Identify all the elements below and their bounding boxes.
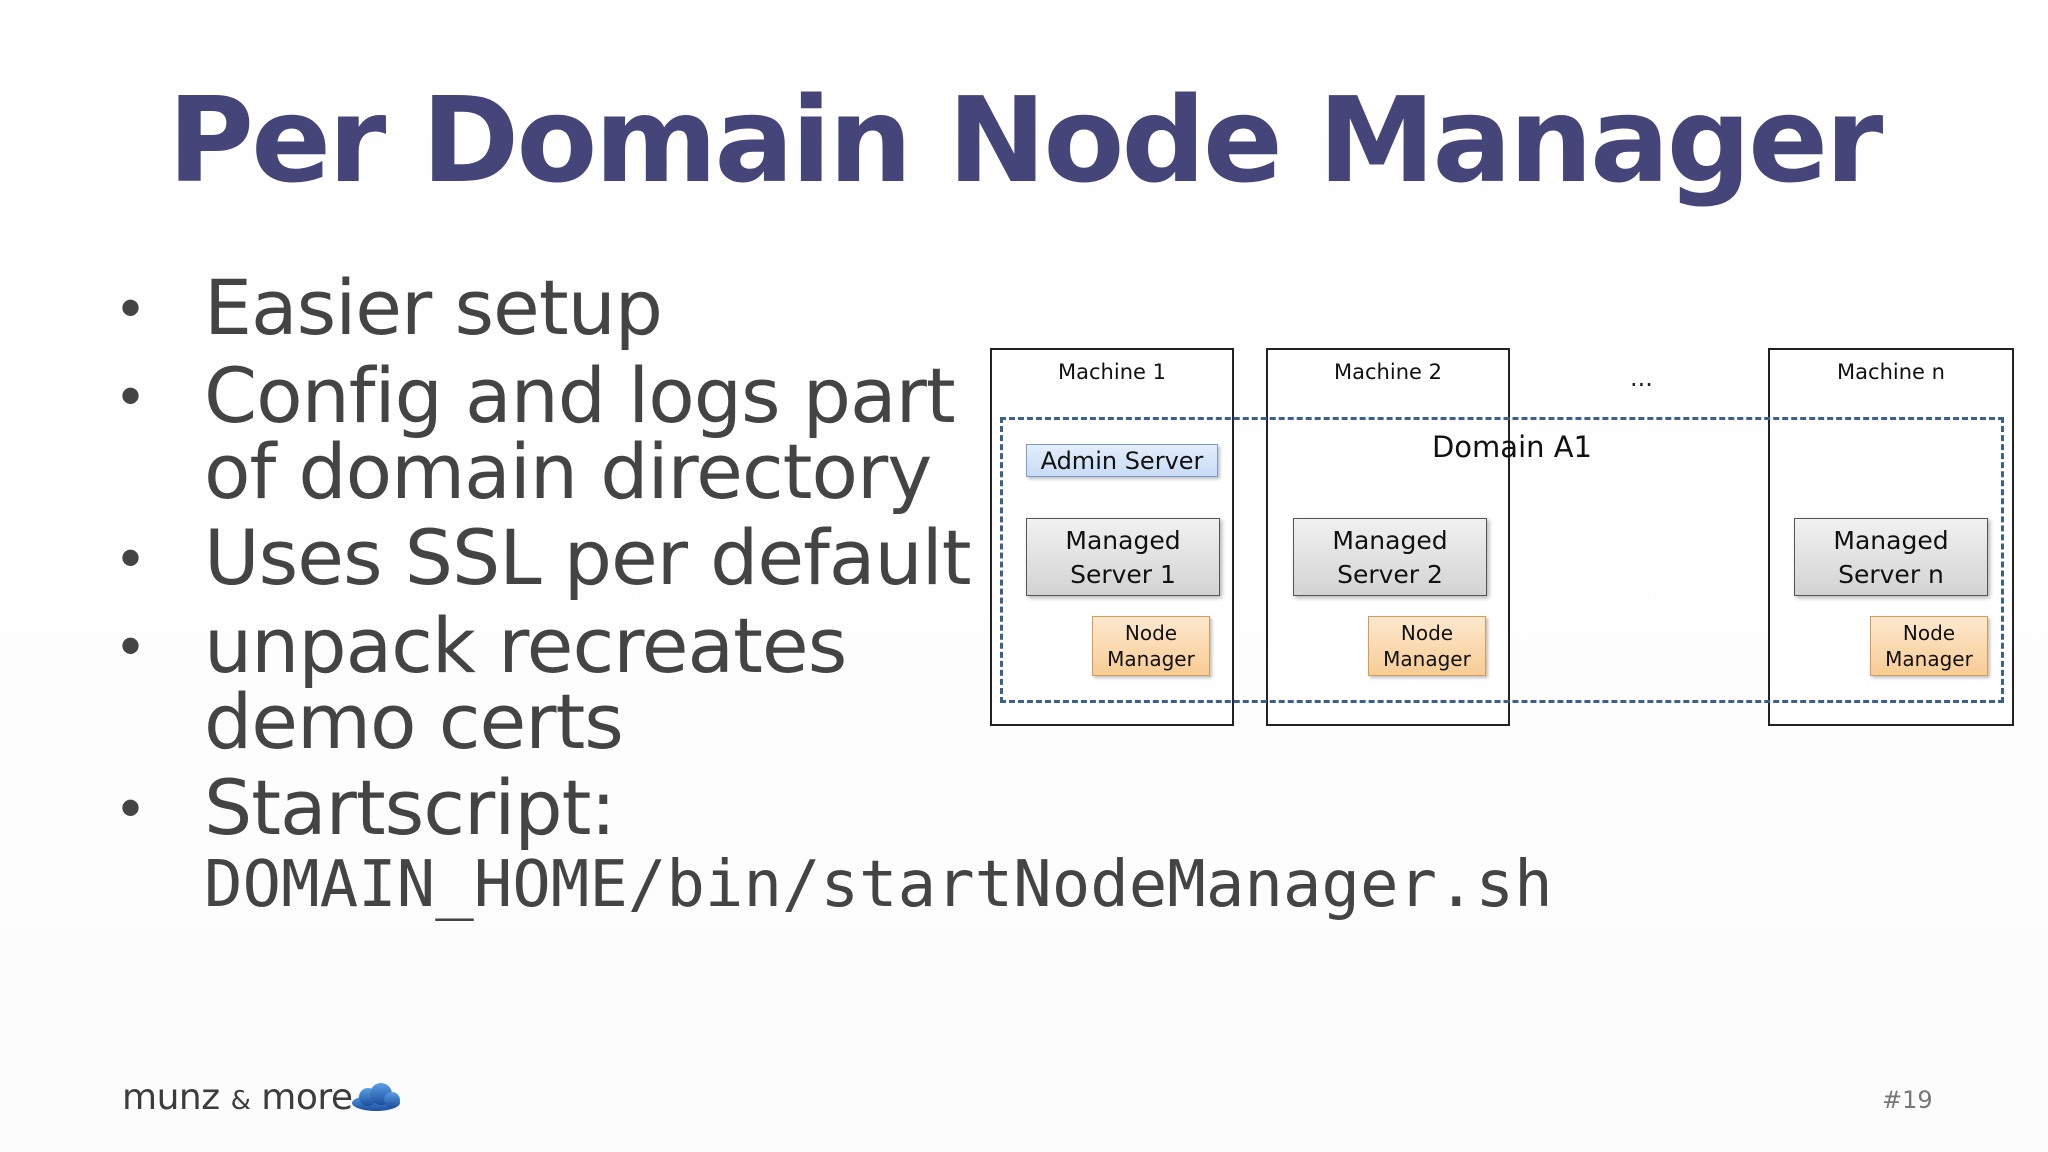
domain-label: Domain A1: [1431, 430, 1593, 464]
node-manager-1: Node Manager: [1092, 616, 1210, 676]
managed-server-line: Server 1: [1070, 560, 1176, 589]
managed-server-line: Server n: [1838, 560, 1944, 589]
node-manager-n: Node Manager: [1870, 616, 1988, 676]
admin-server: Admin Server: [1026, 444, 1218, 477]
machine-label: Machine 2: [1334, 360, 1442, 384]
node-manager-line: Manager: [1885, 647, 1973, 671]
managed-server-1: Managed Server 1: [1026, 518, 1220, 596]
managed-server-line: Managed: [1833, 526, 1949, 555]
bullet-dot: •: [120, 523, 142, 593]
node-manager-line: Node: [1400, 621, 1454, 645]
bullet-dot: •: [120, 361, 142, 431]
node-manager-line: Manager: [1107, 647, 1195, 671]
bullet-text: Config and logs part of domain directory: [204, 351, 956, 516]
page-number: #19: [1882, 1086, 1933, 1114]
cloud-icon: [352, 1083, 400, 1111]
node-manager-line: Node: [1124, 621, 1178, 645]
machines-ellipsis: ...: [1630, 364, 1653, 392]
managed-server-line: Managed: [1332, 526, 1448, 555]
startscript-code: DOMAIN_HOME/bin/startNodeManager.sh: [204, 848, 1553, 922]
brand-left: munz: [122, 1077, 220, 1118]
machine-label: Machine n: [1837, 360, 1945, 384]
brand-amp: &: [230, 1086, 251, 1116]
machine-label: Machine 1: [1058, 360, 1166, 384]
domain-boundary: [1000, 417, 2004, 703]
bullet-dot: •: [120, 611, 142, 681]
managed-server-line: Server 2: [1337, 560, 1443, 589]
managed-server-n: Managed Server n: [1794, 518, 1988, 596]
bullet-text: Easier setup: [204, 263, 663, 352]
bullet-text: Startscript:DOMAIN_HOME/bin/startNodeMan…: [204, 763, 1553, 923]
domain-diagram: Machine 1 Machine 2 ... Machine n Domain…: [990, 348, 2014, 726]
bullet-text: unpack recreates demo certs: [204, 601, 847, 766]
managed-server-line: Managed: [1065, 526, 1181, 555]
node-manager-line: Node: [1902, 621, 1956, 645]
managed-server-2: Managed Server 2: [1293, 518, 1487, 596]
bullet-dot: •: [120, 773, 142, 843]
brand-right: more: [261, 1077, 353, 1118]
brand-logo-text: munz & more: [122, 1077, 353, 1118]
bullet-dot: •: [120, 273, 142, 343]
node-manager-line: Manager: [1383, 647, 1471, 671]
bullet-text: Uses SSL per default: [204, 513, 972, 602]
node-manager-2: Node Manager: [1368, 616, 1486, 676]
slide-title: Per Domain Node Manager: [167, 71, 1884, 209]
